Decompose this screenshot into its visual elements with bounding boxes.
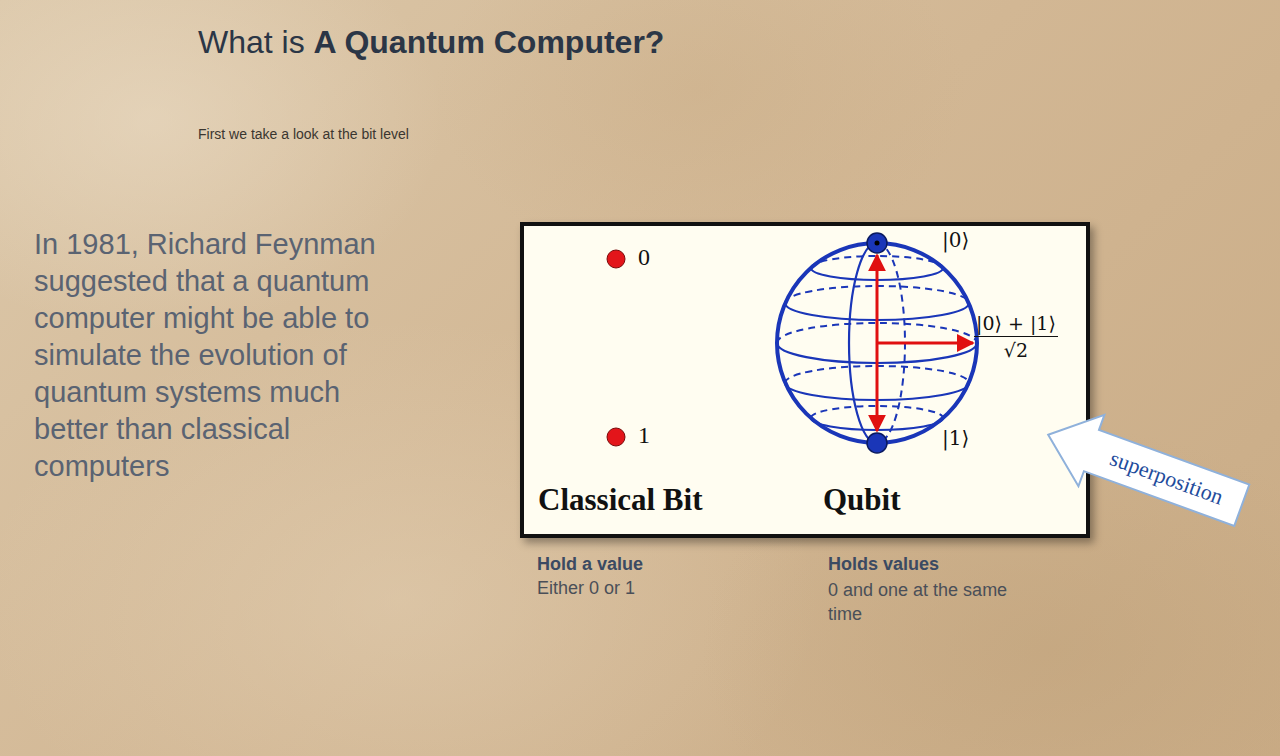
illustration-frame: 0 1 |0⟩ |1⟩ Classical Bit Qubit |0⟩ + |1⟩√2 (520, 222, 1090, 538)
ket-label: |1⟩ (942, 426, 969, 450)
state-arrow (876, 343, 879, 431)
state-arrow (876, 255, 879, 343)
fraction-numerator: |0⟩ + |1⟩ (974, 312, 1058, 337)
bit-heading: Hold a value (537, 554, 643, 575)
panel-title: Classical Bit (538, 482, 702, 518)
state-arrow (877, 342, 973, 345)
meridian-line (849, 243, 877, 443)
bit-description: Either 0 or 1 (537, 578, 635, 599)
fraction-denominator: √2 (974, 337, 1058, 361)
arrow-shape (1035, 399, 1255, 541)
pole-dot (867, 233, 887, 253)
bit-dot (607, 428, 625, 446)
sphere-outline (777, 243, 977, 443)
pole-dot (875, 241, 880, 246)
state-fraction: |0⟩ + |1⟩√2 (974, 312, 1058, 361)
pole-dot (867, 433, 887, 453)
qubit-heading: Holds values (828, 554, 939, 575)
subtitle: First we take a look at the bit level (198, 126, 409, 142)
qubit-description: 0 and one at the same time (828, 578, 1038, 626)
bit-value: 1 (638, 422, 650, 449)
callout-text: superposition (1086, 431, 1248, 526)
slide-title: What is A Quantum Computer? (198, 24, 664, 61)
panel-title: Qubit (823, 482, 901, 518)
bit-dot (607, 250, 625, 268)
intro-paragraph: In 1981, Richard Feynman suggested that … (34, 226, 406, 485)
ket-label: |0⟩ (942, 228, 969, 252)
bit-value: 0 (638, 244, 650, 271)
